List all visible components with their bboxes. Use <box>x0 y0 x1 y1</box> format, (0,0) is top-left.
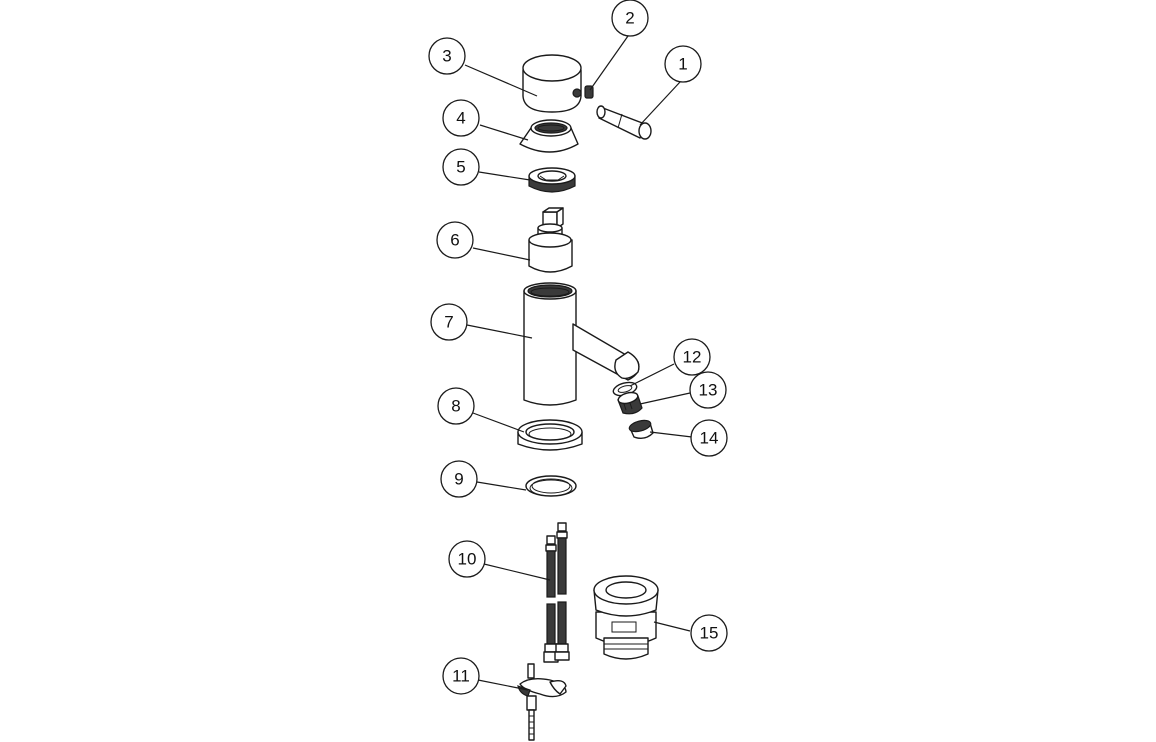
callout-label: 15 <box>700 624 719 643</box>
part-aerator-insert <box>617 391 643 415</box>
callout-2: 2 <box>611 0 649 37</box>
leader-15 <box>653 621 691 632</box>
callout-label: 5 <box>456 158 465 177</box>
callout-14: 14 <box>690 419 728 457</box>
part-waste <box>593 575 659 660</box>
part-fixing-kit <box>517 663 567 741</box>
part-shroud <box>519 119 579 153</box>
part-base-washer <box>525 475 577 497</box>
callout-label: 14 <box>700 429 719 448</box>
callout-3: 3 <box>428 37 466 75</box>
leader-14 <box>649 431 693 438</box>
part-aerator-housing <box>628 419 654 440</box>
callout-label: 6 <box>450 231 459 250</box>
callout-label: 3 <box>442 47 451 66</box>
part-flexible-tails <box>543 522 570 663</box>
callout-7: 7 <box>430 303 468 341</box>
callout-8: 8 <box>437 387 475 425</box>
callout-13: 13 <box>689 371 727 409</box>
leader-1 <box>639 81 681 126</box>
leader-13 <box>639 392 691 405</box>
callout-1: 1 <box>664 45 702 83</box>
callout-label: 10 <box>458 550 477 569</box>
callout-6: 6 <box>436 221 474 259</box>
leader-9 <box>476 481 527 491</box>
leader-5 <box>478 171 531 181</box>
callout-label: 13 <box>699 381 718 400</box>
part-tap-body <box>523 282 640 406</box>
callout-label: 9 <box>454 470 463 489</box>
callout-12: 12 <box>673 338 711 376</box>
callout-5: 5 <box>442 148 480 186</box>
callout-label: 4 <box>456 109 465 128</box>
leader-4 <box>479 124 529 141</box>
callout-label: 1 <box>678 55 687 74</box>
callout-label: 11 <box>452 667 470 686</box>
leader-11 <box>477 679 529 691</box>
callout-4: 4 <box>442 99 480 137</box>
leader-8 <box>472 412 525 433</box>
callout-label: 12 <box>683 348 702 367</box>
callout-label: 7 <box>444 313 453 332</box>
leader-10 <box>483 563 551 581</box>
leader-3 <box>464 64 538 97</box>
callout-10: 10 <box>448 540 486 578</box>
callout-11: 11 <box>442 657 480 695</box>
part-cartridge <box>528 207 573 273</box>
leader-2 <box>589 35 629 91</box>
leader-12 <box>629 363 675 387</box>
callout-label: 2 <box>625 9 634 28</box>
part-lock-nut <box>528 167 576 193</box>
leader-6 <box>472 247 531 261</box>
leader-7 <box>466 324 533 339</box>
part-lever-handle <box>596 105 652 140</box>
callout-15: 15 <box>690 614 728 652</box>
callout-label: 8 <box>451 397 460 416</box>
callout-9: 9 <box>440 460 478 498</box>
leader-lines <box>464 35 693 691</box>
part-base-plate <box>517 419 583 451</box>
part-handle-cap <box>522 54 582 113</box>
